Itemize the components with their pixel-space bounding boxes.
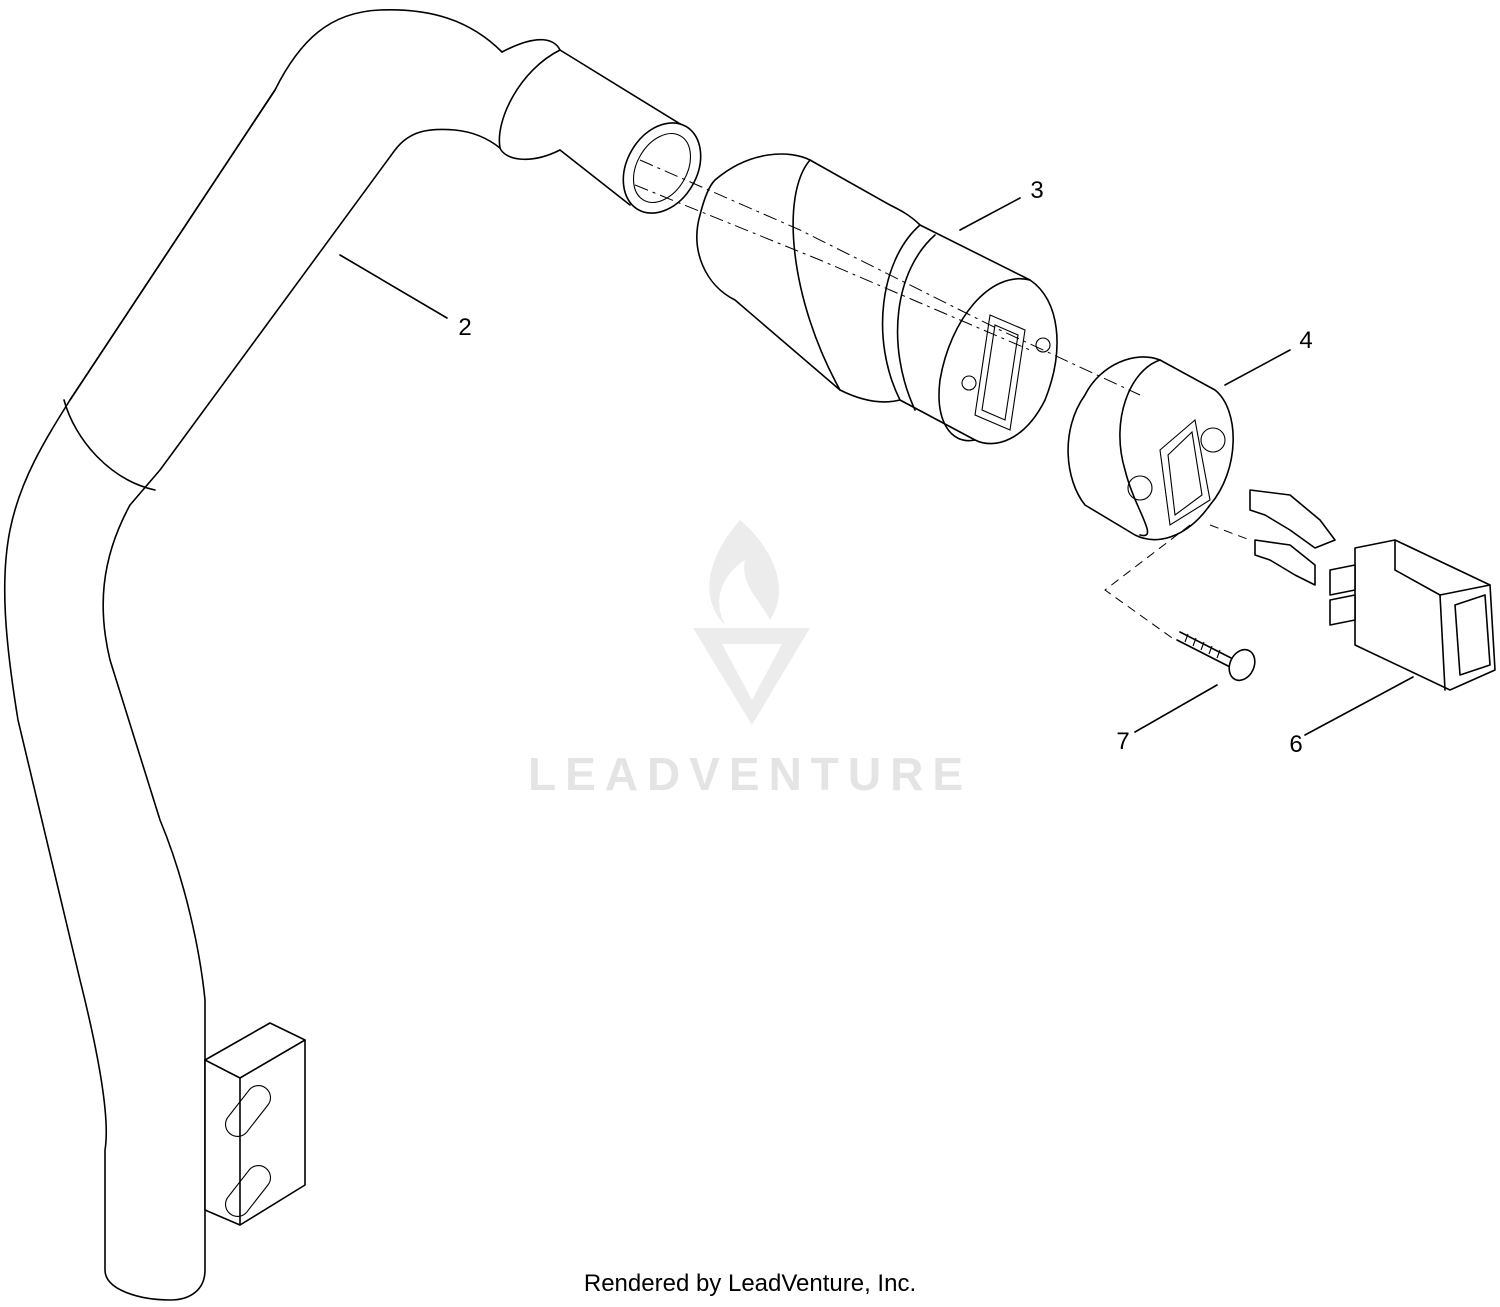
part-2-handle-tube xyxy=(3,8,702,1301)
flame-v-logo-icon xyxy=(693,520,810,725)
leader-lines xyxy=(339,197,1414,736)
part-4-adapter xyxy=(1067,356,1234,541)
watermark-text: LEADVENTURE xyxy=(528,748,972,800)
callout-2: 2 xyxy=(458,314,471,341)
callout-4: 4 xyxy=(1299,327,1312,354)
part-7-screw xyxy=(1176,631,1256,682)
callout-7: 7 xyxy=(1116,728,1129,755)
part-3-switch-housing xyxy=(696,153,1058,445)
callouts: 2 3 4 6 7 xyxy=(458,177,1312,758)
footer-credit: Rendered by LeadVenture, Inc. xyxy=(583,1270,917,1297)
callout-6: 6 xyxy=(1289,731,1302,758)
part-6-rocker-switch xyxy=(1329,539,1496,691)
callout-3: 3 xyxy=(1030,177,1043,204)
terminal-connectors xyxy=(1249,489,1336,586)
watermark: LEADVENTURE xyxy=(528,520,972,800)
assembly-centerlines xyxy=(634,159,1251,641)
